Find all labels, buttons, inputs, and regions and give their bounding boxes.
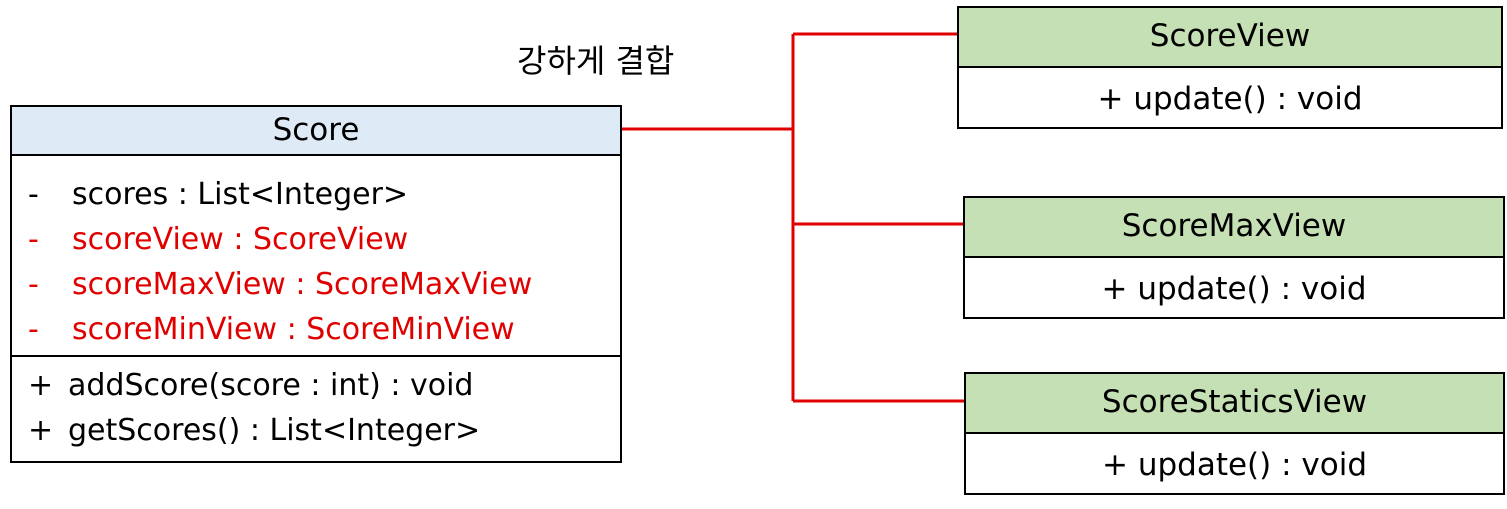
attribute-visibility: - [28, 267, 39, 302]
operation-row: + getScores() : List<Integer> [28, 408, 620, 453]
operation-visibility: + [28, 368, 54, 403]
scorestaticsview-class-name: ScoreStaticsView [966, 374, 1503, 434]
operation-row: + addScore(score : int) : void [28, 363, 620, 408]
attribute-text: scoreMaxView : ScoreMaxView [72, 267, 533, 302]
operation-visibility: + [28, 413, 54, 448]
score-operations: + addScore(score : int) : void + getScor… [12, 357, 620, 453]
attribute-text: scores : List<Integer> [72, 177, 409, 212]
attribute-row: - scoreMaxView : ScoreMaxView [28, 262, 620, 307]
operation-text: getScores() : List<Integer> [68, 413, 481, 448]
score-class: Score - scores : List<Integer> - scoreVi… [10, 105, 622, 463]
scoremaxview-class: ScoreMaxView + update() : void [963, 196, 1505, 319]
score-attributes: - scores : List<Integer> - scoreView : S… [12, 156, 620, 357]
scoremaxview-method: + update() : void [1101, 271, 1367, 307]
coupling-label: 강하게 결합 [517, 42, 675, 80]
scoreview-method: + update() : void [1097, 81, 1363, 117]
attribute-row: - scoreView : ScoreView [28, 217, 620, 262]
attribute-row: - scores : List<Integer> [28, 172, 620, 217]
scoreview-class-name: ScoreView [959, 8, 1501, 68]
scoremaxview-class-name: ScoreMaxView [965, 198, 1503, 258]
score-class-name: Score [12, 107, 620, 156]
attribute-visibility: - [28, 312, 39, 347]
scorestaticsview-class: ScoreStaticsView + update() : void [964, 372, 1505, 495]
attribute-text: scoreMinView : ScoreMinView [72, 312, 515, 347]
scorestaticsview-method: + update() : void [1102, 447, 1367, 483]
attribute-row: - scoreMinView : ScoreMinView [28, 307, 620, 352]
attribute-visibility: - [28, 222, 39, 257]
attribute-visibility: - [28, 177, 39, 212]
operation-text: addScore(score : int) : void [68, 368, 474, 403]
attribute-text: scoreView : ScoreView [72, 222, 409, 257]
scoreview-class: ScoreView + update() : void [957, 6, 1503, 129]
